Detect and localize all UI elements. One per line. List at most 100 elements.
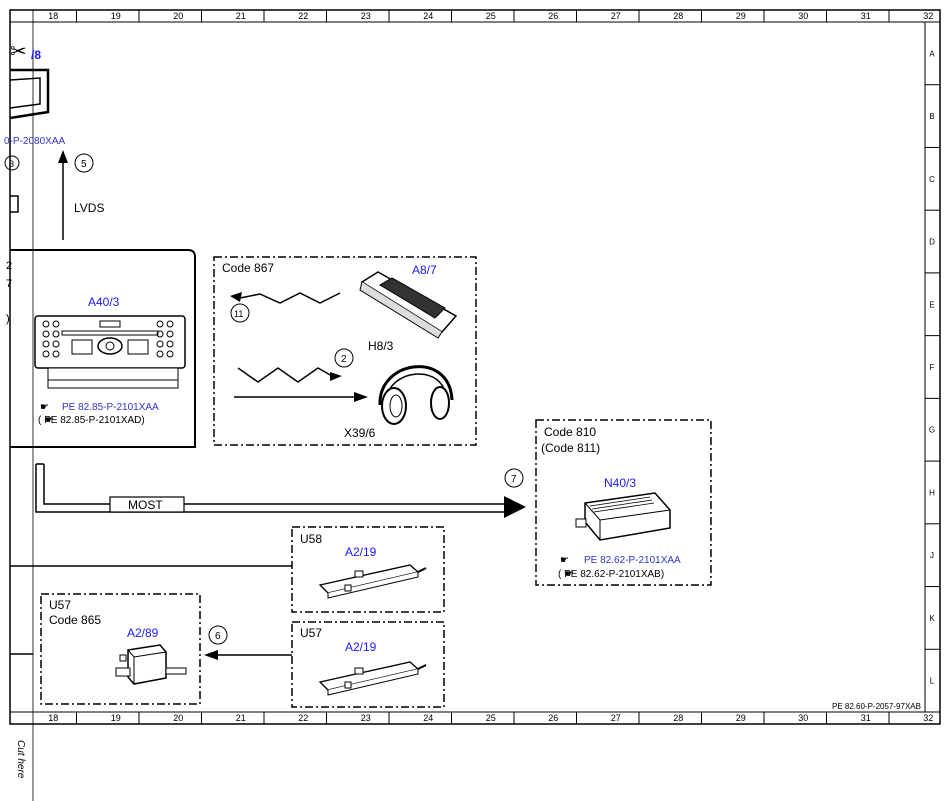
wireless-arrow-head-2: [330, 372, 342, 381]
circle-callout-7-label: 7: [511, 474, 517, 485]
circle-callout-5: [74, 153, 94, 173]
ruler-column-label: 29: [736, 713, 746, 723]
head-unit-frag-2: 2: [6, 260, 12, 272]
ruler-column-label: 27: [611, 713, 621, 723]
ruler-row-label: D: [929, 238, 935, 247]
ruler-column-label: 25: [486, 11, 496, 21]
most-label-box: [109, 496, 185, 513]
circle-callout-left: [4, 155, 20, 171]
a40-doc1: PE 82.85-P-2101XAA: [62, 402, 159, 413]
circle-callout-left-label: 3: [9, 159, 14, 169]
ruler-column-label: 30: [798, 713, 808, 723]
u58-panel: U58 A2/19: [291, 526, 445, 613]
footer-doc-id: PE 82.60-P-2057-97XAB: [832, 702, 921, 711]
code810-subtitle: (Code 811): [541, 441, 600, 455]
ruler-column-label: 26: [548, 713, 558, 723]
u57-a-title: U57: [49, 598, 71, 612]
connector-stub: [10, 195, 19, 213]
circle-callout-7: [504, 468, 524, 488]
u58-ref: A2/19: [345, 545, 377, 559]
ruler-row-label: A: [929, 49, 935, 58]
ruler-column-label: 32: [923, 713, 933, 723]
frame-border: [9, 9, 941, 725]
antenna-module-icon: [318, 661, 427, 696]
headphone-ref: H8/3: [368, 339, 394, 353]
ruler-column-label: 29: [736, 11, 746, 21]
display-doc-ref: 0-P-2080XAA: [4, 136, 65, 147]
u57-a-frame: [40, 593, 201, 705]
ruler-column-label: 27: [611, 11, 621, 21]
lvds-label: LVDS: [74, 201, 104, 215]
circle-callout-5-label: 5: [81, 159, 87, 170]
u57-b-panel: U57 A2/19: [291, 621, 445, 708]
most-label: MOST: [128, 498, 163, 512]
remote-ref: A8/7: [412, 263, 437, 277]
ruler-column-label: 22: [298, 11, 308, 21]
n40-doc1: PE 82.62-P-2101XAA: [584, 555, 681, 566]
circle-callout-2-label: 2: [341, 354, 347, 365]
ruler-column-label: 24: [423, 713, 433, 723]
circle-callout-6-label: 6: [215, 631, 221, 642]
ruler-column-label: 18: [48, 11, 58, 21]
wired-arrow-head: [354, 392, 368, 402]
display-outline: [9, 68, 50, 120]
ruler-row-label: H: [929, 488, 935, 497]
ruler-column-label: 28: [673, 11, 683, 21]
ruler-column-label: 18: [48, 713, 58, 723]
ruler-column-label: 26: [548, 11, 558, 21]
a40-ref: A40/3: [88, 295, 120, 309]
antenna-module-icon: [318, 564, 427, 599]
headphones-icon: [378, 365, 454, 425]
lvds-arrow-head: [58, 150, 68, 163]
hand-pointer-icon: ☛: [565, 569, 574, 580]
hand-pointer-icon: ☛: [40, 402, 49, 413]
u57-b-ref: A2/19: [345, 640, 377, 654]
ruler-column-label: 23: [361, 713, 371, 723]
ruler-column-label: 28: [673, 713, 683, 723]
hand-pointer-icon: ☛: [45, 415, 54, 426]
ruler-row-label: K: [929, 614, 935, 623]
ruler-column-label: 19: [111, 713, 121, 723]
ruler-column-label: 25: [486, 713, 496, 723]
head-unit-frame: [10, 249, 196, 448]
cut-here-label: Cut here: [15, 740, 26, 779]
ruler-column-label: 32: [923, 11, 933, 21]
ruler-row-label: L: [930, 677, 935, 686]
circle-callout-2: [334, 348, 354, 368]
ruler-column-label: 20: [173, 713, 183, 723]
most-bus: MOST 7: [35, 463, 526, 518]
ruler-column-label: 21: [236, 713, 246, 723]
most-line-outer: [35, 464, 506, 513]
display-unit: ✂ /8 0-P-2080XAA 3 5 LVDS: [4, 41, 104, 240]
ruler-column-label: 19: [111, 11, 121, 21]
code867-panel: Code 867 A8/7 11 2 H8/3 X39/6: [213, 256, 477, 446]
u57-link-arrow-head: [204, 650, 218, 660]
code810-frame: [535, 419, 712, 586]
u58-title: U58: [300, 532, 322, 546]
code810-panel: Code 810 (Code 811) N40/3 ☛ PE 82.62-P-2…: [535, 419, 712, 586]
most-line-inner: [43, 464, 506, 505]
u57-a-panel: U57 Code 865 A2/89: [40, 593, 201, 705]
code867-frame: [213, 256, 477, 446]
head-unit-frag-paren: ): [6, 313, 10, 325]
head-unit-frag-7: 7: [6, 278, 12, 290]
n40-doc2: ( PE 82.62-P-2101XAB): [558, 569, 664, 580]
u58-frame: [291, 526, 445, 613]
amplifier-icon: [575, 492, 671, 541]
code810-title: Code 810: [544, 425, 596, 439]
circle-callout-11: [230, 303, 250, 323]
a40-doc2: ( PE 82.85-P-2101XAD): [38, 415, 145, 426]
ruler-column-label: 24: [423, 11, 433, 21]
wireless-signal-out: [239, 292, 341, 304]
display-ref: /8: [31, 48, 41, 62]
ruler-column-label: 21: [236, 11, 246, 21]
head-unit-icon: [34, 315, 186, 389]
n40-ref: N40/3: [604, 476, 636, 490]
ruler-row-label: G: [929, 426, 935, 435]
ruler-column-label: 31: [861, 713, 871, 723]
display-inner: [9, 77, 41, 109]
head-unit-panel: 2 7 ) A40/3 ☛ PE 82.85-P-2101XAA ( PE 82: [6, 249, 196, 448]
